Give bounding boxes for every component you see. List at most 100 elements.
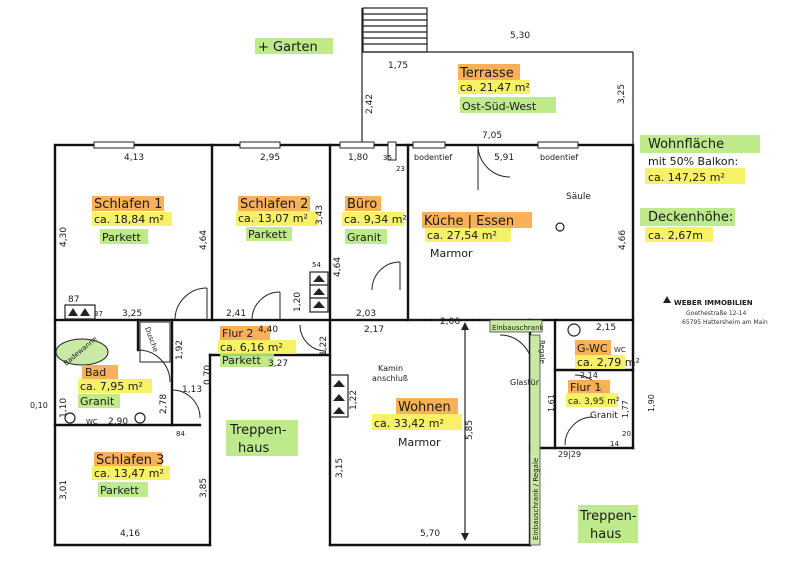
dim-217: 2,17: [364, 325, 384, 335]
wc-label-2: WC: [614, 346, 626, 354]
dimensions: 5,30 1,75 2,42 3,25 7,05 4,13 2,95 1,80 …: [30, 31, 656, 539]
dim-440: 4,40: [258, 325, 278, 335]
sink-icon: [567, 323, 581, 337]
dim-177: 1,77: [621, 400, 630, 418]
dim-54: 54: [312, 261, 321, 269]
bodentief-label-1: bodentief: [414, 153, 452, 162]
wohnflaeche-note: mit 50% Balkon:: [648, 155, 738, 168]
dim-122a: 1,22: [319, 336, 329, 356]
einbauschrank-strip: [529, 334, 541, 546]
terrasse-note: Ost-Süd-West: [462, 100, 537, 113]
dim-192: 1,92: [175, 340, 185, 360]
terrasse-area: ca. 21,47 m²: [460, 81, 530, 94]
dim-113: 1,13: [182, 385, 202, 395]
dim-215: 2,15: [596, 323, 616, 333]
schlafen2-area: ca. 13,07 m²: [238, 212, 308, 225]
treppenhaus2-l2: haus: [590, 527, 621, 542]
schlafen1-floor: Parkett: [102, 231, 141, 244]
dim-14: 14: [610, 440, 619, 448]
dim-327: 3,27: [268, 359, 288, 369]
dim-120: 1,20: [293, 292, 303, 312]
dim-23: 23: [396, 165, 405, 173]
dim-37: 37: [94, 310, 103, 318]
flur2-floor: Parkett: [222, 354, 261, 367]
schlafen3-area: ca. 13,47 m²: [94, 467, 164, 480]
kamin-anschluss-label: anschluß: [372, 374, 408, 383]
dim-585: 5,85: [465, 420, 475, 440]
gwc-area: ca. 2,79 m²: [577, 356, 640, 369]
schlafen3-name: Schlafen 3: [96, 453, 164, 468]
dim-87: 87: [68, 295, 79, 305]
flur2-area: ca. 6,16 m²: [220, 341, 283, 354]
kueche-floor: Marmor: [430, 247, 473, 260]
dim-241: 2,41: [226, 309, 246, 319]
wohnen-area: ca. 33,42 m²: [374, 417, 444, 430]
logo-brand: WEBER IMMOBILIEN: [674, 299, 753, 307]
dim-175: 1,75: [388, 61, 408, 71]
dim-290: 2,90: [108, 417, 128, 427]
schlafen3-floor: Parkett: [100, 484, 139, 497]
dim-161: 1,61: [547, 394, 556, 412]
bad-area: ca. 7,95 m²: [80, 380, 143, 393]
wohnflaeche-value: ca. 147,25 m²: [648, 171, 725, 184]
bad-floor: Granit: [80, 395, 115, 408]
dim-466: 4,66: [618, 230, 628, 250]
einbauschrank-label: Einbauschrank: [492, 324, 545, 332]
wohnen-name: Wohnen: [398, 400, 451, 415]
kueche-name: Küche | Essen: [424, 214, 514, 229]
shower-icon: [139, 321, 171, 363]
dim-010: 0,10: [30, 401, 48, 410]
treppenhaus1-l2: haus: [238, 441, 269, 456]
dim-413: 4,13: [124, 153, 144, 163]
dim-203: 2,03: [356, 309, 376, 319]
dim-315: 3,15: [335, 458, 345, 478]
flur1-area: ca. 3,95 m²: [568, 397, 620, 407]
chimney-markers: [64, 271, 349, 418]
wc-label-1: WC: [86, 418, 98, 426]
weber-logo: WEBER IMMOBILIEN Goethestraße 12-14 6579…: [663, 296, 768, 326]
buero-floor: Granit: [347, 231, 382, 244]
pillar-icon: [555, 222, 565, 232]
treppenhaus1-l1: Treppen-: [229, 423, 287, 438]
garden-label: + Garten: [258, 40, 318, 55]
bad-name: Bad: [85, 366, 106, 379]
dim-430: 4,30: [59, 227, 69, 247]
kamin-label: Kamin: [378, 364, 403, 373]
saeule-label: Säule: [566, 192, 591, 202]
treppenhaus2-l1: Treppen-: [579, 509, 637, 524]
dim-416: 4,16: [120, 529, 140, 539]
dim-570: 5,70: [420, 529, 440, 539]
logo-house-icon: [663, 296, 671, 303]
buero-name: Büro: [347, 197, 377, 212]
wohnen-floor: Marmor: [398, 436, 441, 449]
logo-city: 65795 Hattersheim am Main: [682, 319, 768, 326]
dim-591: 5,91: [494, 153, 514, 163]
kueche-area: ca. 27,54 m²: [427, 229, 497, 242]
dim-343: 3,43: [315, 205, 325, 225]
deckenhoehe-value: ca. 2,67m: [648, 229, 703, 242]
dim-20: 20: [622, 430, 631, 438]
dim-122b: 1,22: [349, 390, 359, 410]
schlafen2-floor: Parkett: [248, 228, 287, 241]
garden-stairs: [362, 7, 428, 53]
schlafen1-name: Schlafen 1: [94, 197, 162, 212]
terrasse-name: Terrasse: [459, 66, 514, 81]
wohnflaeche-label: Wohnfläche: [648, 137, 724, 152]
dim-325: 3,25: [122, 309, 142, 319]
dim-180: 1,80: [348, 153, 368, 163]
dim-214: 2,14: [580, 371, 598, 380]
dim-464a: 4,64: [199, 230, 209, 250]
dusche-label: Dusche: [143, 326, 159, 353]
flur2-name: Flur 2: [222, 327, 253, 340]
dim-35: 35: [383, 154, 392, 162]
dim-385: 3,85: [199, 478, 209, 498]
glastuer-label: Glastür: [510, 378, 540, 387]
dim-242: 2,42: [365, 94, 375, 114]
dim-278: 2,78: [159, 394, 169, 414]
regale-label: Regale: [538, 340, 546, 364]
dim-705: 7,05: [482, 131, 502, 141]
dim-070: 0,70: [203, 365, 213, 385]
buero-area: ca. 9,34 m²: [344, 213, 407, 226]
dim-301: 3,01: [59, 480, 69, 500]
